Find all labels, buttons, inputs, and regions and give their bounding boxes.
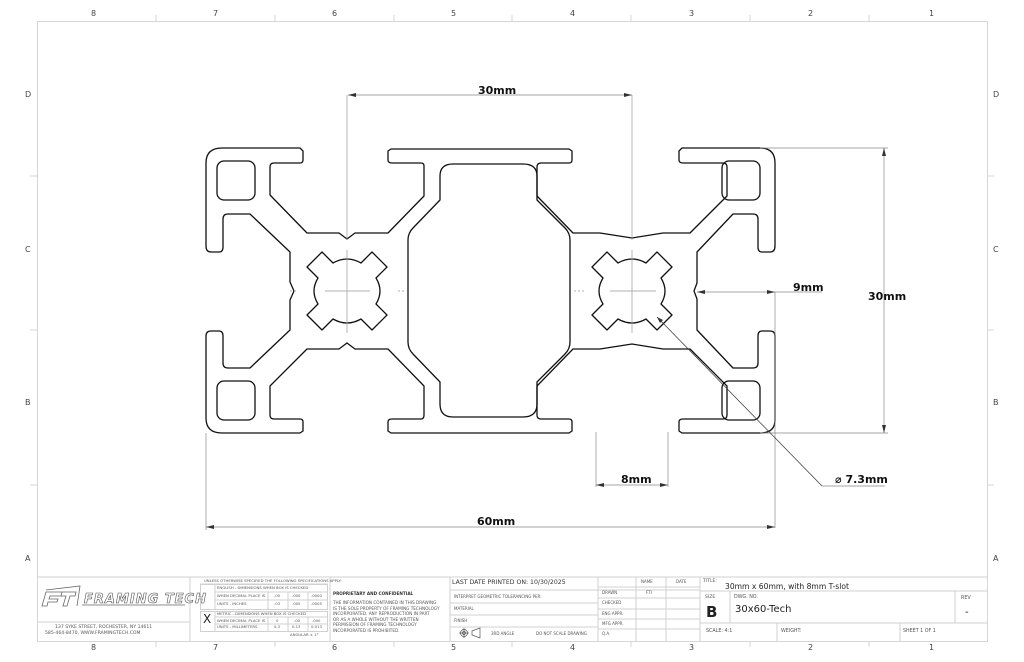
zone-row-a-right: A (993, 554, 999, 563)
drawing-title: 30mm x 60mm, with 8mm T-slot (725, 582, 849, 591)
zone-col-5-bottom: 5 (451, 643, 457, 652)
zone-ticks (30, 15, 994, 647)
zone-row-d: D (25, 90, 32, 99)
do-not-scale-note: DO NOT SCALE DRAWING (536, 631, 587, 636)
tolerance-cell: 0.3 (274, 624, 281, 629)
tolerance-cell: .0005 (311, 601, 322, 606)
approvals-col-date: DATE (676, 579, 687, 584)
tolerance-cell: .005 (292, 601, 301, 606)
tolerancing-standard: INTERPRET GEOMETRIC TOLERANCING PER: (454, 594, 542, 599)
proprietary-text-line: INCORPORATED. ANY REPRODUCTION IN PART (333, 611, 430, 616)
zone-row-c: C (25, 245, 31, 254)
proprietary-text-line: OR AS A WHOLE WITHOUT THE WRITTEN (333, 616, 419, 622)
proprietary-title: PROPRIETARY AND CONFIDENTIAL (333, 591, 414, 596)
tolerance-metric-decimal-label: WHEN DECIMAL PLACE IS (217, 618, 266, 623)
zone-col-6: 6 (332, 9, 338, 18)
tolerance-header: UNLESS OTHERWISE SPECIFIED THE FOLLOWING… (204, 578, 342, 583)
title-label: TITLE: (703, 579, 717, 584)
approval-row-label: Q.A. (602, 631, 611, 636)
material-field[interactable]: MATERIAL (454, 606, 474, 611)
approval-row-label: MFG APPR. (602, 621, 624, 626)
tolerance-english-units-label: UNITS - INCHES (217, 601, 247, 606)
tolerance-cell: .0000 (311, 593, 322, 598)
rev-label: REV (961, 596, 971, 601)
dim-slot-depth-9mm: 9mm (793, 281, 824, 294)
last-printed-date: LAST DATE PRINTED ON: 10/30/2025 (452, 579, 566, 586)
tolerance-english-header: ENGLISH - DIMENSIONS WHEN BOX IS CHECKED (217, 585, 309, 590)
zone-col-4-bottom: 4 (570, 643, 576, 652)
zone-row-b: B (25, 398, 31, 407)
third-angle-projection-icon (459, 627, 481, 639)
tolerance-english-decimal-label: WHEN DECIMAL PLACE IS (217, 593, 266, 598)
zone-col-3: 3 (689, 9, 695, 18)
zone-col-7-bottom: 7 (213, 643, 219, 652)
company-name: FRAMING TECH (84, 592, 207, 608)
size-label: SIZE (705, 595, 716, 600)
tolerance-cell: 0.013 (311, 624, 322, 629)
title-block-grid (37, 576, 987, 641)
dim-top-30mm: 30mm (478, 84, 517, 97)
dim-slot-opening-8mm: 8mm (621, 473, 652, 486)
revision: - (965, 607, 969, 618)
zone-row-a: A (25, 554, 31, 563)
tolerance-cell: .000 (292, 593, 301, 598)
zone-col-2-bottom: 2 (808, 643, 814, 652)
proprietary-text-line: PERMISSION OF FRAMING TECHNOLOGY (333, 622, 417, 627)
proprietary-text-line: THE INFORMATION CONTAINED IN THIS DRAWIN… (333, 600, 437, 605)
zone-row-b-right: B (993, 398, 999, 407)
tolerance-cell: .03 (274, 601, 281, 606)
scale: SCALE: 4:1 (706, 629, 733, 634)
weight: WEIGHT: (781, 629, 802, 634)
company-contact: 585-464-8470, WWW.FRAMINGTECH.COM (45, 631, 141, 636)
tolerance-cell: .00 (274, 593, 281, 598)
approvals-col-name: NAME (641, 579, 653, 584)
zone-col-4: 4 (570, 9, 576, 18)
zone-col-3-bottom: 3 (689, 643, 695, 652)
company-address: 137 SYKE STREET, ROCHESTER, NY 14611 (55, 625, 153, 630)
dim-bore-diameter: ⌀ 7.3mm (835, 473, 888, 486)
tolerance-cell: .000 (312, 618, 321, 623)
drawing-number: 30x60-Tech (735, 604, 792, 615)
dimension-lines (205, 94, 888, 530)
tolerance-cell: 0.13 (292, 624, 301, 629)
zone-col-8: 8 (91, 9, 97, 18)
zone-col-7: 7 (213, 9, 219, 18)
dim-right-30mm: 30mm (868, 290, 907, 303)
sheet-number: SHEET 1 OF 1 (903, 629, 936, 634)
dim-overall-60mm: 60mm (477, 515, 516, 528)
tolerance-metric-header: METRIC - DIMENSIONS WHEN BOX IS CHECKED (217, 611, 306, 616)
sheet-size: B (706, 603, 718, 621)
dimension-arrows (206, 93, 886, 529)
approval-row-label: DRAWN (602, 590, 618, 595)
center-lines (290, 95, 656, 333)
approval-row-name[interactable]: FTI (646, 590, 652, 595)
extrusion-profile (205, 147, 776, 434)
proprietary-text-line: INCORPORATED IS PROHIBITED. (333, 627, 400, 633)
finish-field[interactable]: FINISH (454, 618, 468, 623)
company-logo (41, 585, 185, 607)
tolerance-metric-units-label: UNITS - MILLIMETERS (217, 624, 258, 629)
tolerance-cell: 0 (276, 618, 279, 623)
zone-col-8-bottom: 8 (91, 643, 97, 652)
metric-checkbox-mark[interactable]: X (203, 612, 212, 626)
zone-col-6-bottom: 6 (332, 643, 338, 652)
zone-row-c-right: C (993, 245, 999, 254)
tolerance-cell: .00 (294, 618, 301, 623)
dwg-no-label: DWG. NO. (734, 595, 758, 600)
zone-col-2: 2 (808, 9, 814, 18)
zone-row-d-right: D (993, 90, 1000, 99)
zone-col-1: 1 (929, 9, 935, 18)
projection-label: 3RD ANGLE (491, 631, 515, 636)
zone-col-1-bottom: 1 (929, 643, 935, 652)
sheet-border (37, 21, 988, 642)
approval-row-label: CHECKED (602, 600, 622, 605)
proprietary-text-line: IS THE SOLE PROPERTY OF FRAMING TECHNOLO… (333, 605, 440, 611)
zone-col-5: 5 (451, 9, 457, 18)
approval-row-label: ENG APPR. (602, 611, 624, 616)
tolerance-angular: ANGULAR ± 1° (290, 632, 319, 637)
